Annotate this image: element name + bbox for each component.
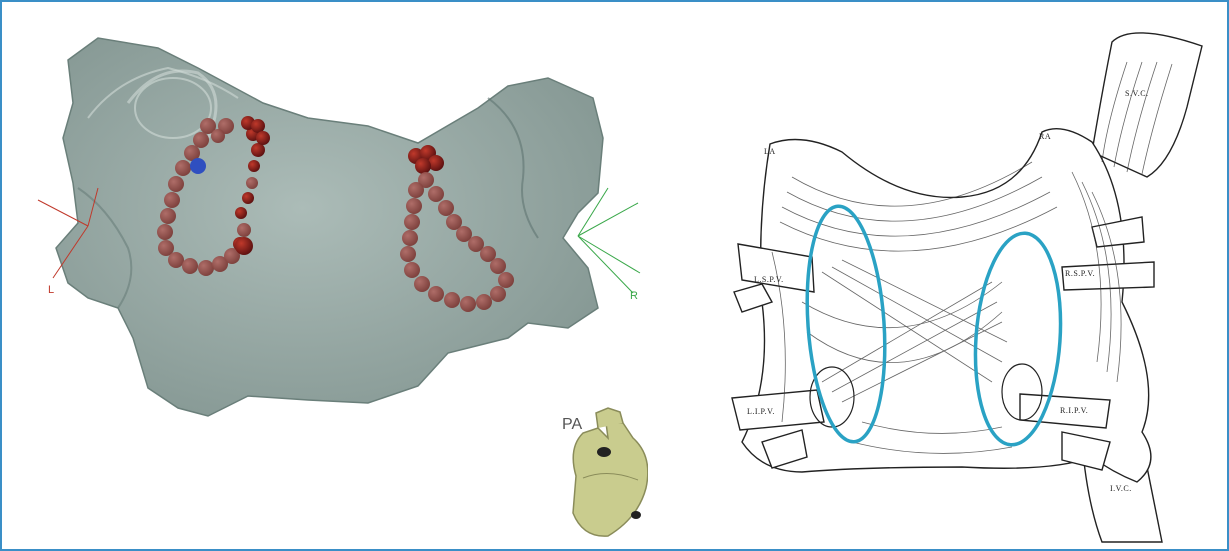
- svc-label: S.V.C.: [1125, 89, 1149, 98]
- lspv-label: L.S.P.V.: [754, 275, 784, 284]
- catheter-tip-marker: [190, 158, 206, 174]
- rspv-label: R.S.P.V.: [1065, 269, 1095, 278]
- atria-outline: [742, 129, 1151, 482]
- ra-label: RA: [1039, 132, 1051, 141]
- la-label: LA: [764, 147, 776, 156]
- right-orientation-label: R: [630, 290, 638, 302]
- lipv-label: L.I.P.V.: [747, 407, 775, 416]
- ivc-label: I.V.C.: [1110, 484, 1132, 493]
- left-orientation-label: L: [48, 284, 54, 296]
- heart-orientation-model: [573, 408, 648, 536]
- electroanatomic-map: [8, 8, 648, 546]
- ripv-label: R.I.P.V.: [1060, 406, 1088, 415]
- pa-label: PA: [562, 416, 582, 434]
- svc-vessel: [1092, 33, 1202, 177]
